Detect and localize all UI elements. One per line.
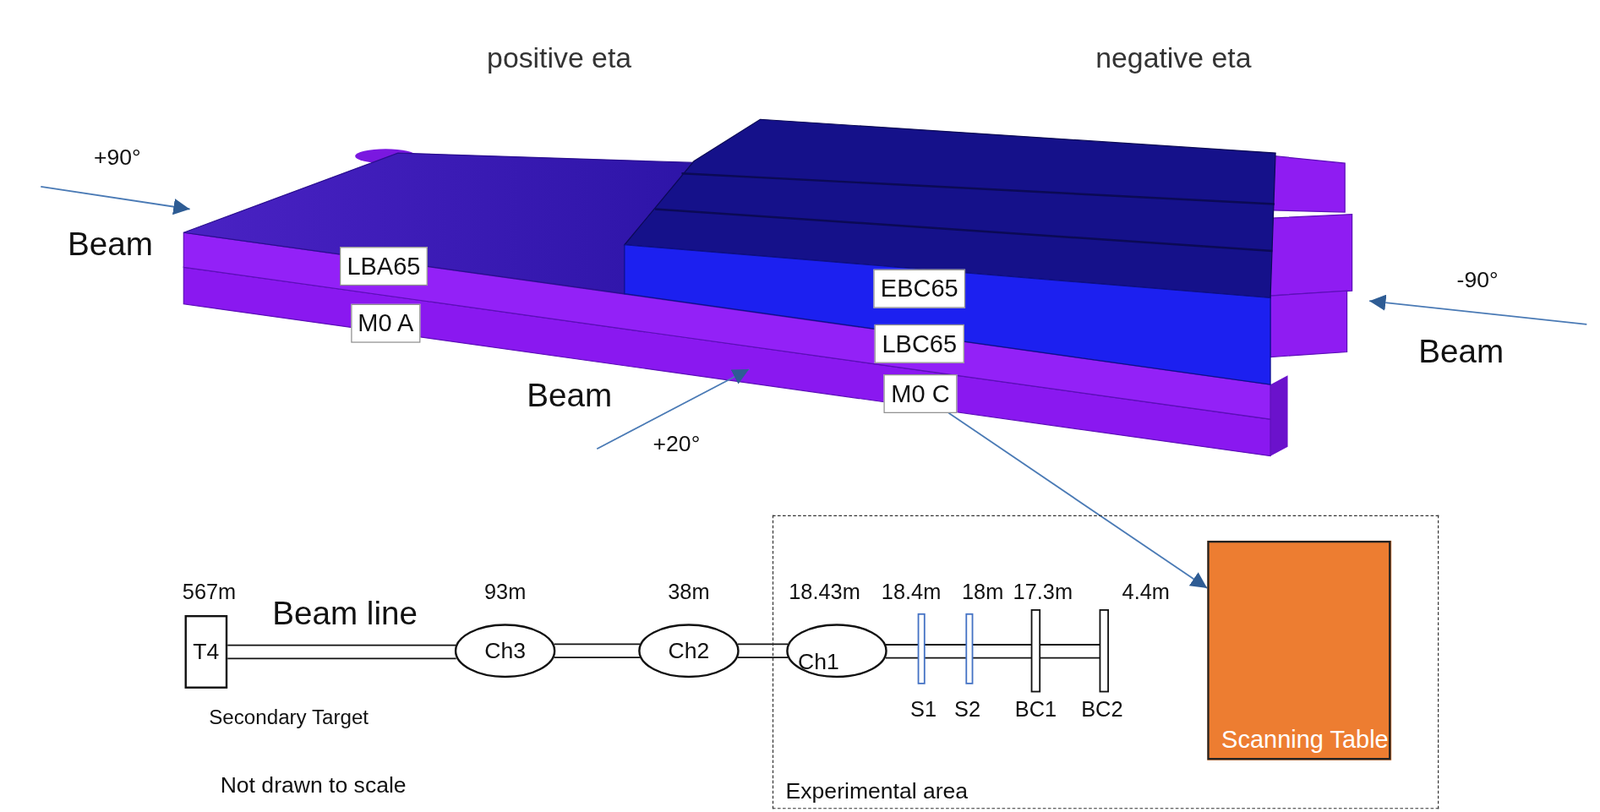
module-edge — [655, 208, 1273, 251]
text-label: negative eta — [1095, 43, 1251, 75]
text-label: Secondary Target — [208, 705, 369, 729]
node-text: Ch1 — [797, 648, 840, 675]
text-label: S2 — [954, 697, 981, 721]
text-label: 18m — [961, 579, 1004, 604]
text-label: 93m — [484, 579, 526, 604]
text-label: Not drawn to scale — [220, 773, 407, 798]
beam-chamber-bc2 — [1099, 610, 1109, 693]
module-tag: LBC65 — [874, 324, 965, 363]
node-text: T4 — [192, 638, 219, 666]
node-text: Experimental area — [786, 778, 969, 805]
cherenkov-counter: Ch1 — [786, 623, 889, 679]
module-tag: EBC65 — [873, 269, 966, 308]
text-label: Beam — [67, 227, 153, 263]
node-text: LBC65 — [881, 329, 957, 358]
node-text: Ch3 — [484, 638, 526, 665]
ellipse-shape — [786, 624, 886, 678]
end-module — [1266, 214, 1352, 297]
module-tag: LBA65 — [339, 246, 428, 285]
node-text: Ch2 — [668, 638, 710, 665]
text-label: S1 — [910, 697, 937, 721]
beam-chamber-bc1 — [1032, 610, 1041, 693]
text-label: Beam — [526, 377, 612, 414]
cherenkov-counter: Ch3 — [453, 623, 557, 679]
text-label: Beam line — [272, 596, 418, 633]
text-label: BC1 — [1015, 697, 1057, 721]
end-module — [1270, 290, 1348, 357]
node-text: M0 C — [890, 379, 950, 408]
node-text: LBA65 — [346, 251, 421, 280]
text-label: 567m — [182, 579, 236, 604]
module-tag: M0 A — [350, 304, 421, 343]
end-module — [1265, 155, 1345, 213]
scintillator-s2 — [966, 614, 973, 684]
ellipse-shape — [638, 624, 738, 678]
beam-pipe — [737, 644, 788, 658]
node-text: Scanning Table — [1221, 726, 1389, 754]
extended-barrel-front — [624, 245, 1271, 385]
text-label: 17.3m — [1013, 579, 1073, 604]
beam-pipe — [224, 645, 456, 660]
node-text: M0 A — [357, 309, 414, 338]
text-label: +90° — [93, 146, 142, 171]
cherenkov-counter: Ch2 — [638, 623, 741, 679]
node-text: EBC65 — [880, 274, 959, 303]
pointer-arrow — [948, 413, 1207, 589]
module-edge — [681, 173, 1274, 204]
beam-arrow — [1369, 300, 1587, 325]
module-tag: M0 C — [884, 374, 957, 413]
text-label: 18.4m — [881, 579, 941, 604]
beam-pipe — [554, 644, 640, 658]
text-label: 4.4m — [1122, 579, 1170, 604]
text-label: +20° — [653, 431, 701, 457]
scanning-table: Scanning Table — [1206, 540, 1391, 761]
text-label: Beam — [1418, 333, 1504, 370]
experimental-area: Experimental area Ch1Scanning Table — [772, 515, 1439, 810]
text-label: 18.43m — [788, 579, 861, 604]
ellipse-shape — [455, 624, 555, 678]
beam-arrow — [40, 186, 190, 210]
text-label: positive eta — [486, 43, 632, 75]
target-box: T4 — [185, 615, 228, 689]
end-face — [1270, 375, 1289, 456]
text-label: -90° — [1457, 267, 1499, 293]
text-label: 38m — [667, 579, 710, 604]
text-label: BC2 — [1081, 697, 1123, 721]
scintillator-s1 — [918, 614, 925, 684]
